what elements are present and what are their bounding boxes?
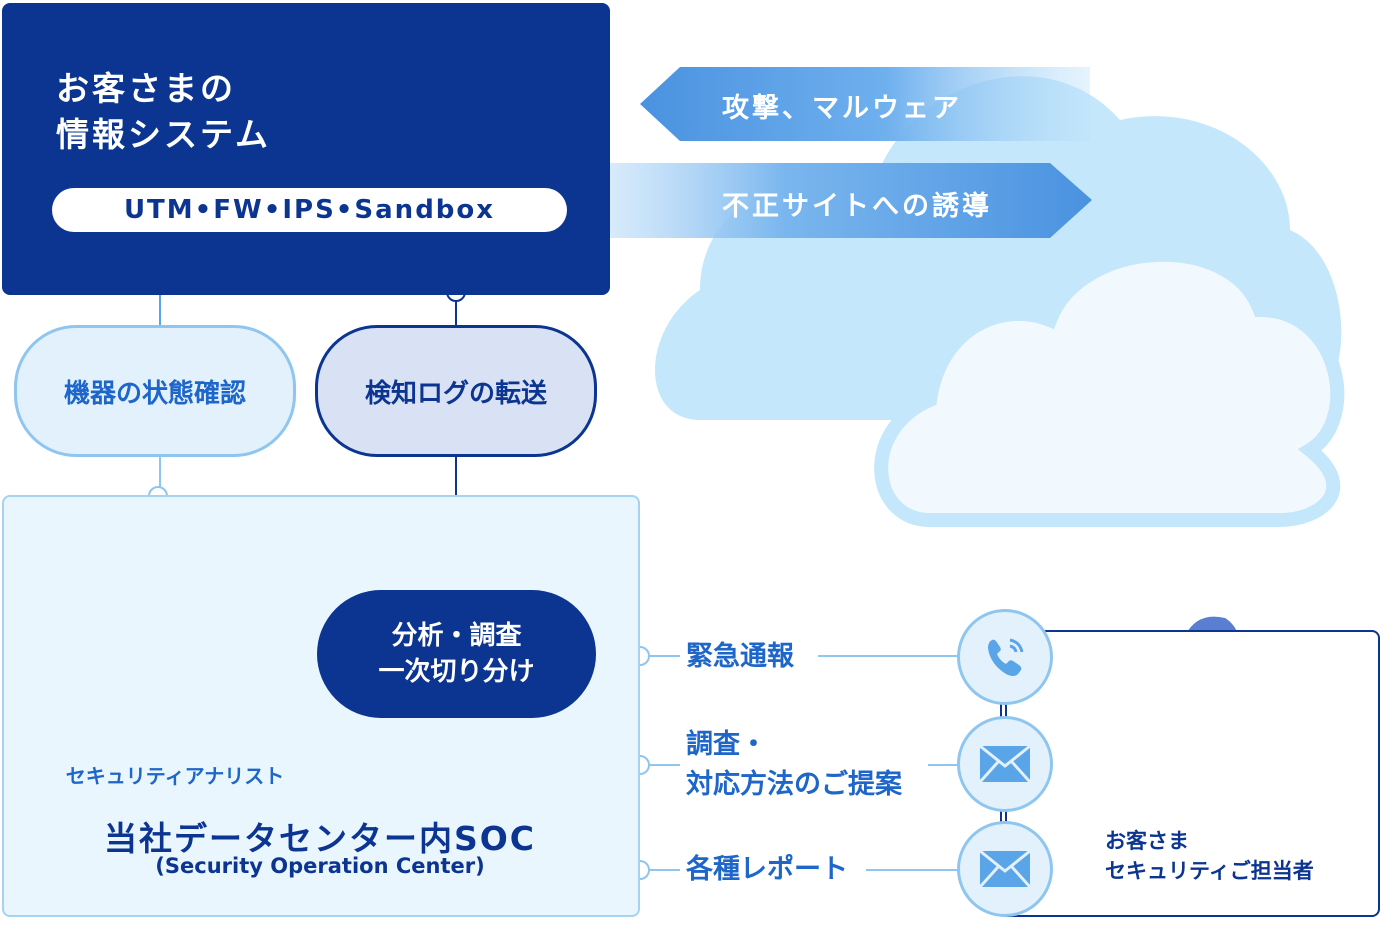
customer-label-line2: セキュリティご担当者 — [1105, 859, 1314, 883]
analysis-node: 分析・調査 一次切り分け — [317, 590, 596, 718]
redirect-arrow-label: 不正サイトへの誘導 — [722, 191, 992, 222]
system-title: お客さまの 情報システム — [56, 66, 271, 158]
mail-icon — [957, 821, 1053, 917]
device-status-label: 機器の状態確認 — [63, 378, 246, 409]
proposal-label: 調査・ 対応方法のご提案 — [686, 725, 902, 805]
system-title-line2: 情報システム — [56, 115, 272, 154]
log-transfer-label: 検知ログの転送 — [364, 378, 547, 409]
cloud-small — [874, 247, 1345, 527]
customer-label: お客さま セキュリティご担当者 — [1105, 826, 1314, 886]
proposal-line2: 対応方法のご提案 — [686, 769, 902, 800]
attack-arrow — [640, 67, 1090, 141]
reports-label: 各種レポート — [686, 854, 848, 885]
mail-icon — [957, 716, 1053, 812]
redirect-arrow — [580, 163, 1092, 238]
proposal-line1: 調査・ — [686, 729, 767, 760]
customer-label-line1: お客さま — [1105, 829, 1189, 853]
analysis-line1: 分析・調査 — [391, 621, 522, 651]
customer-system-panel — [2, 3, 610, 295]
soc-title: 当社データセンター内SOC — [103, 819, 537, 858]
analyst-label: セキュリティアナリスト — [65, 764, 285, 788]
attack-arrow-label: 攻撃、マルウェア — [722, 93, 962, 124]
customer-contact-panel — [1000, 630, 1380, 917]
analysis-line2: 一次切り分け — [378, 657, 535, 687]
phone-icon — [957, 609, 1053, 705]
system-title-line1: お客さまの — [56, 69, 236, 108]
device-status-node: 機器の状態確認 — [14, 325, 296, 457]
log-transfer-node: 検知ログの転送 — [315, 325, 597, 457]
security-devices-pill: UTM•FW•IPS•Sandbox — [52, 188, 567, 232]
soc-subtitle: (Security Operation Center) — [155, 854, 485, 878]
emergency-label: 緊急通報 — [686, 641, 794, 672]
soc-panel — [2, 495, 640, 917]
